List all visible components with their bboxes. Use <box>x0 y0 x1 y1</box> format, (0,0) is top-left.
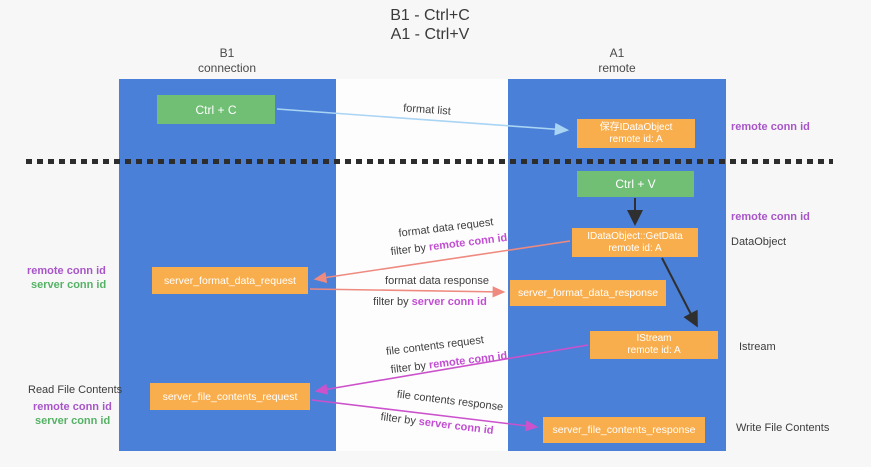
node-idataobject-getdata-line1: IDataObject::GetData <box>587 230 683 242</box>
node-ctrl-c: Ctrl + C <box>157 95 275 124</box>
node-istream-line2: remote id: A <box>627 345 681 356</box>
node-ctrl-v-label: Ctrl + V <box>615 177 656 191</box>
node-ctrl-c-label: Ctrl + C <box>195 102 237 117</box>
column-right-title: A1 <box>609 46 625 60</box>
node-server-format-data-response: server_format_data_response <box>510 280 666 306</box>
diagram-title: B1 - Ctrl+C A1 - Ctrl+V <box>390 6 470 44</box>
column-left-title: B1 <box>219 46 235 60</box>
node-save-idataobject-line1: 保存IDataObject <box>599 121 673 133</box>
label-dataobject: DataObject <box>731 236 787 248</box>
node-server-file-contents-response: server_file_contents_response <box>543 417 705 443</box>
column-right-subtitle: remote <box>598 61 636 75</box>
label-read-file-contents: Read File Contents <box>28 384 123 396</box>
label-remote-conn-id-left-2: remote conn id <box>33 401 112 413</box>
server-conn-id-text: server conn id <box>411 296 487 308</box>
node-server-file-contents-request: server_file_contents_request <box>150 383 310 410</box>
label-remote-conn-id-left-1: remote conn id <box>27 265 106 277</box>
node-istream: IStream remote id: A <box>590 331 718 359</box>
node-server-file-contents-request-label: server_file_contents_request <box>162 390 298 403</box>
node-server-format-data-request: server_format_data_request <box>152 267 308 294</box>
label-server-conn-id-left-2: server conn id <box>35 415 111 427</box>
node-idataobject-getdata: IDataObject::GetData remote id: A <box>572 228 698 257</box>
column-left-subtitle: connection <box>197 61 257 75</box>
column-header-a1: A1 remote <box>598 46 635 76</box>
node-idataobject-getdata-line2: remote id: A <box>608 242 662 254</box>
node-save-idataobject-line2: remote id: A <box>609 133 663 145</box>
label-remote-conn-id-right-2: remote conn id <box>731 211 810 223</box>
column-header-b1: B1 connection <box>198 46 256 76</box>
label-server-conn-id-left-1: server conn id <box>31 279 107 291</box>
dashed-divider <box>26 159 833 164</box>
node-istream-line1: IStream <box>636 333 672 344</box>
title-line2: A1 - Ctrl+V <box>390 26 470 43</box>
label-format-data-response: format data response <box>385 275 489 287</box>
node-server-file-contents-response-label: server_file_contents_response <box>552 424 696 436</box>
filter-by-text: filter by <box>373 296 409 308</box>
node-ctrl-v: Ctrl + V <box>577 171 694 197</box>
node-server-format-data-response-label: server_format_data_response <box>517 287 659 299</box>
node-save-idataobject: 保存IDataObject remote id: A <box>577 119 695 148</box>
label-write-file-contents: Write File Contents <box>736 422 830 434</box>
title-line1: B1 - Ctrl+C <box>390 7 470 24</box>
label-istream: Istream <box>739 341 776 353</box>
node-server-format-data-request-label: server_format_data_request <box>164 274 296 287</box>
label-remote-conn-id-right-1: remote conn id <box>731 121 810 133</box>
